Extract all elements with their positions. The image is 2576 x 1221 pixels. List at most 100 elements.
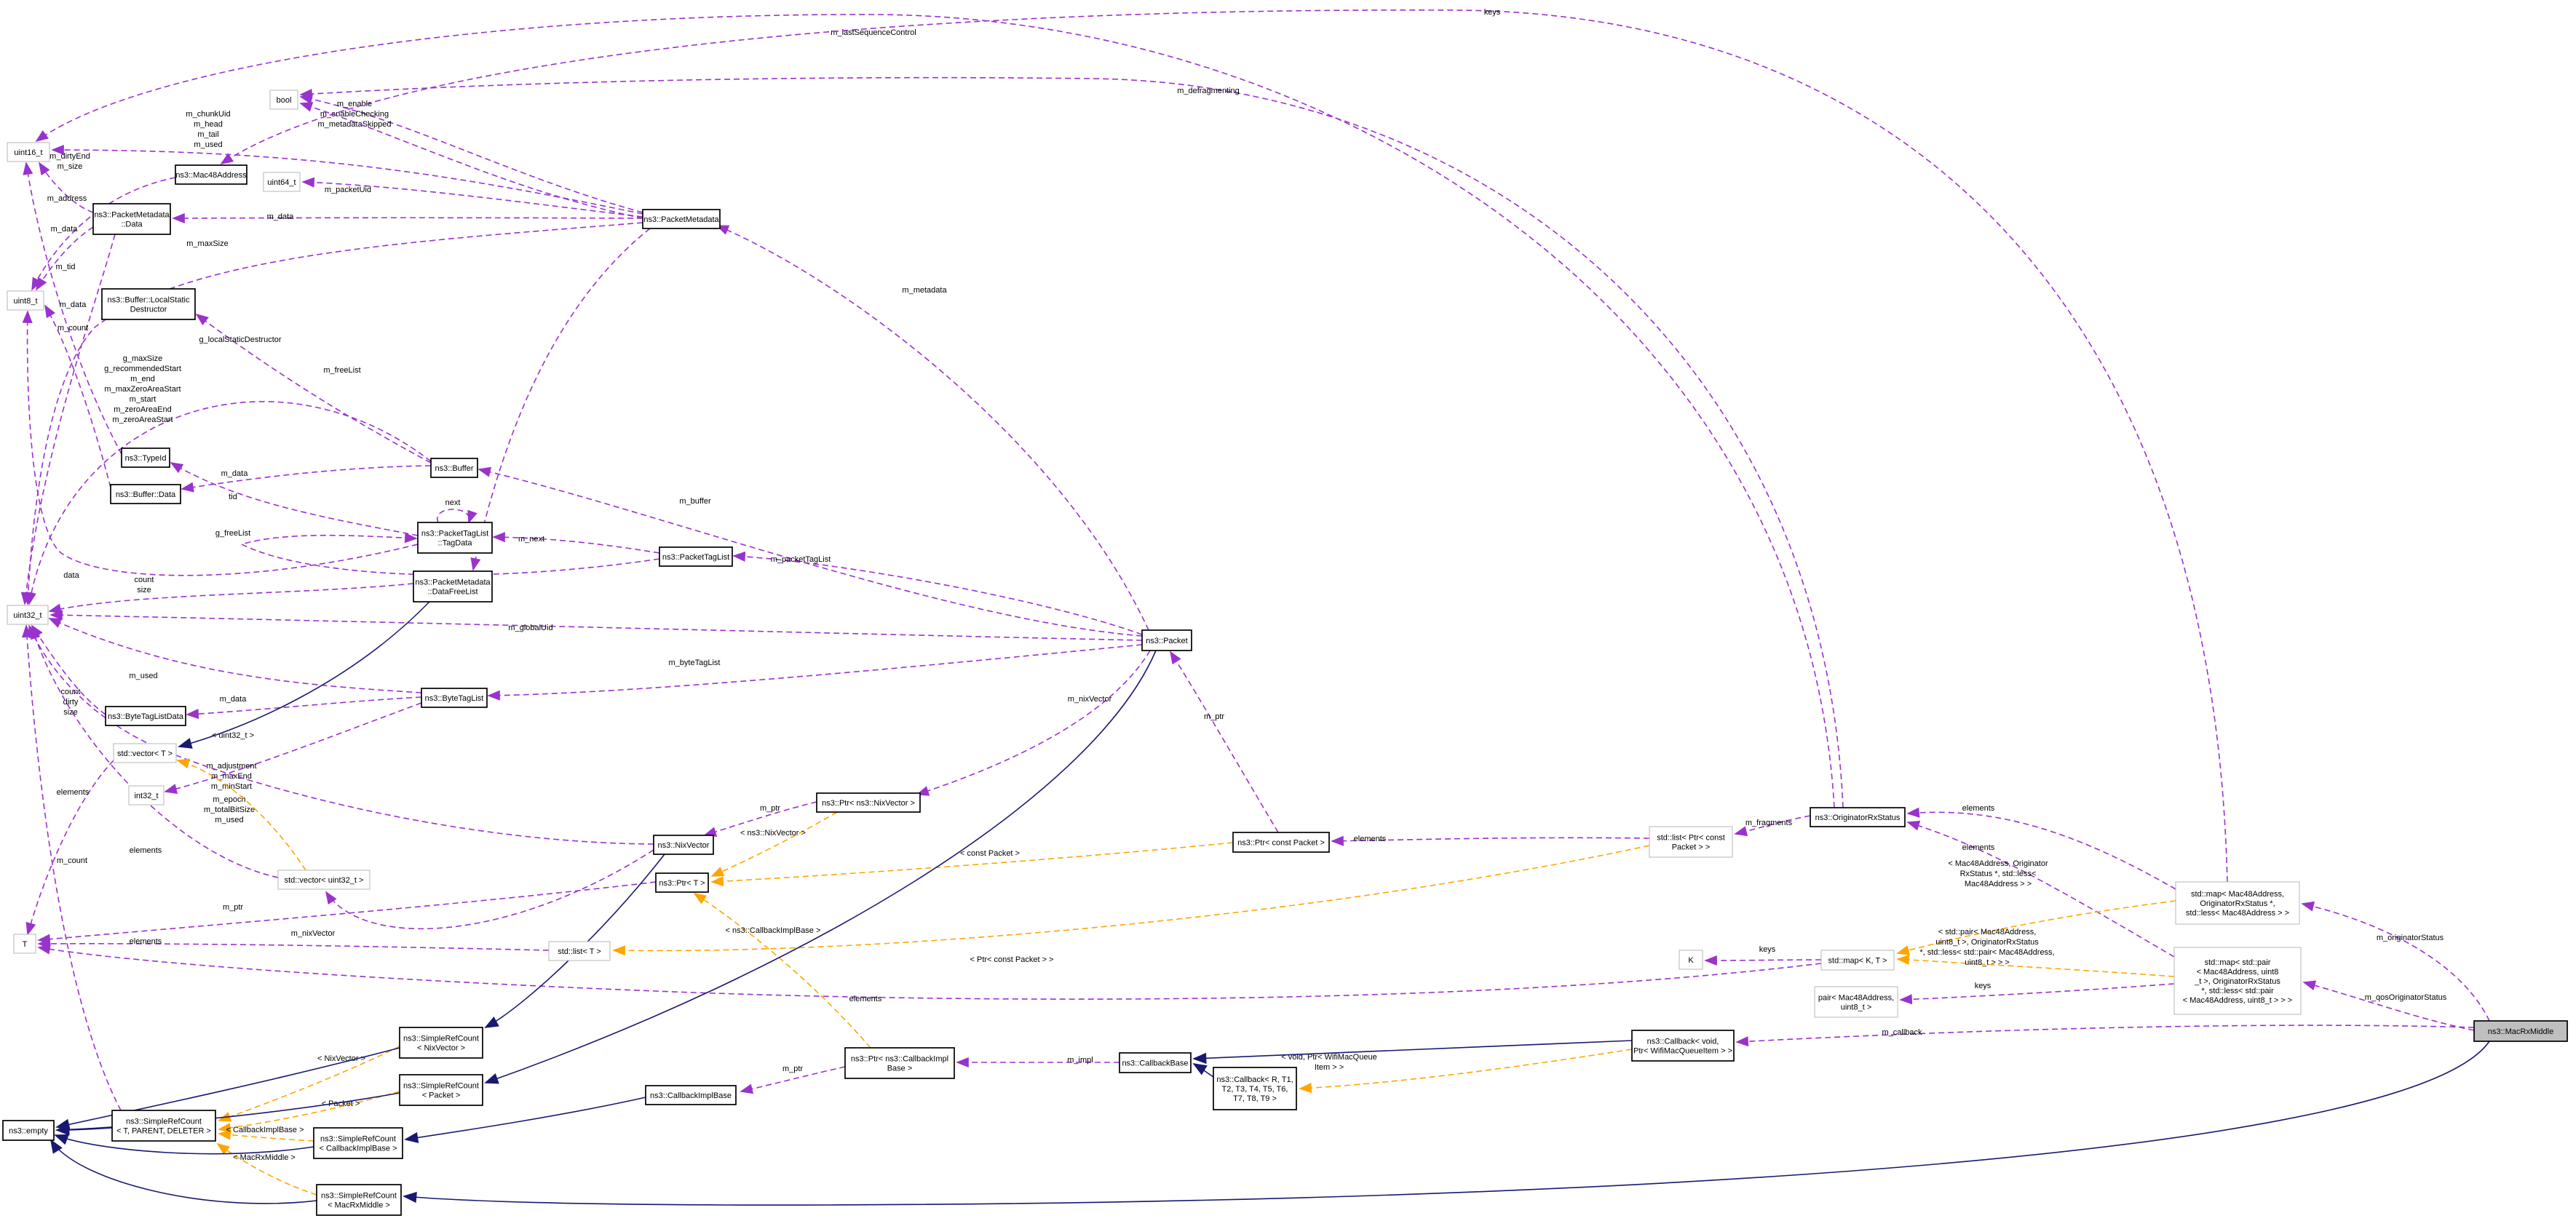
node-tagdata[interactable]: ns3::PacketTagList::TagData xyxy=(417,522,493,554)
node-mapKT[interactable]: std::map< K, T > xyxy=(1820,950,1895,971)
node-box-buffer[interactable] xyxy=(430,458,478,478)
node-freelist[interactable]: ns3::PacketMetadata::DataFreeList xyxy=(413,570,493,602)
node-box-btld[interactable] xyxy=(105,706,186,726)
node-box-typeid[interactable] xyxy=(121,448,170,468)
node-uint64_t[interactable]: uint64_t xyxy=(263,172,301,192)
node-empty[interactable]: ns3::empty xyxy=(2,1120,55,1141)
node-box-mapPair[interactable] xyxy=(2173,947,2302,1015)
node-box-btl[interactable] xyxy=(421,688,488,708)
node-bool[interactable]: bool xyxy=(269,90,298,110)
node-uint16_t[interactable]: uint16_t xyxy=(7,142,50,162)
node-box-cbRT[interactable] xyxy=(1213,1067,1297,1110)
node-pmdata[interactable]: ns3::PacketMetadata::Data xyxy=(92,203,171,235)
node-btl[interactable]: ns3::ByteTagList xyxy=(421,688,488,708)
node-pairM[interactable]: pair< Mac48Address,uint8_t > xyxy=(1814,986,1898,1018)
edge-m_packetTagList xyxy=(732,551,1143,635)
node-buffer[interactable]: ns3::Buffer xyxy=(430,458,478,478)
edge-label: elements xyxy=(849,995,882,1003)
node-ptrNix[interactable]: ns3::Ptr< ns3::NixVector > xyxy=(816,792,921,813)
node-uint8_t[interactable]: uint8_t xyxy=(7,290,44,311)
node-mrm[interactable]: ns3::MacRxMiddle xyxy=(2473,1020,2568,1042)
edge-inh-76 xyxy=(55,1092,400,1136)
node-box-srcNix[interactable] xyxy=(399,1027,483,1059)
node-box-cib[interactable] xyxy=(645,1085,737,1105)
node-box-mac48[interactable] xyxy=(175,164,247,185)
node-cbVoid[interactable]: ns3::Callback< void,Ptr< WifiMacQueueIte… xyxy=(1631,1030,1735,1062)
node-box-ptrNix[interactable] xyxy=(816,792,921,813)
node-listT[interactable]: std::list< T > xyxy=(548,941,611,961)
node-box-ptrConstPkt[interactable] xyxy=(1232,832,1330,853)
node-box-packet[interactable] xyxy=(1141,629,1192,651)
node-mac48[interactable]: ns3::Mac48Address xyxy=(175,164,247,185)
node-box-vecT[interactable] xyxy=(113,743,177,763)
node-cib[interactable]: ns3::CallbackImplBase xyxy=(645,1085,737,1105)
node-box-uint64_t[interactable] xyxy=(263,172,301,192)
node-box-ptl[interactable] xyxy=(659,546,733,567)
node-box-int32_t[interactable] xyxy=(128,785,165,806)
node-mapPair[interactable]: std::map< std::pair< Mac48Address, uint8… xyxy=(2173,947,2302,1015)
node-T[interactable]: T xyxy=(13,934,36,954)
node-box-uint16_t[interactable] xyxy=(7,142,50,162)
node-box-empty[interactable] xyxy=(2,1120,55,1141)
node-box-srcT[interactable] xyxy=(111,1110,216,1142)
node-box-listT[interactable] xyxy=(548,941,611,961)
node-box-bufdata[interactable] xyxy=(110,484,181,504)
node-box-K[interactable] xyxy=(1679,950,1703,970)
node-typeid[interactable]: ns3::TypeId xyxy=(121,448,170,468)
node-box-srcPkt[interactable] xyxy=(399,1074,483,1106)
node-uint32_t[interactable]: uint32_t xyxy=(7,605,49,625)
node-srcCib[interactable]: ns3::SimpleRefCount< CallbackImplBase > xyxy=(313,1127,403,1159)
node-box-pmdata[interactable] xyxy=(92,203,171,235)
edge-< std::pair< Mac48Address,-uint8_t >, OriginatorRxStatus-*, std::less< std::pair< Mac48Address,-uint8_t > > > xyxy=(1896,954,2175,977)
node-box-srcCib[interactable] xyxy=(313,1127,403,1159)
node-ptl[interactable]: ns3::PacketTagList xyxy=(659,546,733,567)
node-pm[interactable]: ns3::PacketMetadata xyxy=(642,209,721,229)
node-box-pm[interactable] xyxy=(642,209,721,229)
edge-label: < const Packet > xyxy=(960,849,1020,858)
node-box-nix[interactable] xyxy=(653,835,714,855)
node-vecU32[interactable]: std::vector< uint32_t > xyxy=(277,870,370,890)
node-btld[interactable]: ns3::ByteTagListData xyxy=(105,706,186,726)
node-mapMac[interactable]: std::map< Mac48Address,OriginatorRxStatu… xyxy=(2175,881,2300,925)
edge-label: m_lastSequenceControl xyxy=(831,28,916,37)
node-srcPkt[interactable]: ns3::SimpleRefCount< Packet > xyxy=(399,1074,483,1106)
node-nix[interactable]: ns3::NixVector xyxy=(653,835,714,855)
node-ors[interactable]: ns3::OriginatorRxStatus xyxy=(1810,807,1906,827)
node-box-freelist[interactable] xyxy=(413,570,493,602)
node-box-pairM[interactable] xyxy=(1814,986,1898,1018)
edge-< void, Ptr< WifiMacQueue-Item > > xyxy=(1299,1049,1633,1094)
node-int32_t[interactable]: int32_t xyxy=(128,785,165,806)
node-box-tagdata[interactable] xyxy=(417,522,493,554)
node-vecT[interactable]: std::vector< T > xyxy=(113,743,177,763)
node-srcNix[interactable]: ns3::SimpleRefCount< NixVector > xyxy=(399,1027,483,1059)
node-box-mapKT[interactable] xyxy=(1820,950,1895,971)
node-box-listPtr[interactable] xyxy=(1649,826,1733,858)
node-box-cbase[interactable] xyxy=(1119,1052,1192,1073)
node-box-ptrT[interactable] xyxy=(655,872,709,893)
node-srcMrm[interactable]: ns3::SimpleRefCount< MacRxMiddle > xyxy=(316,1184,402,1216)
node-box-uint32_t[interactable] xyxy=(7,605,49,625)
node-box-cbVoid[interactable] xyxy=(1631,1030,1735,1062)
node-box-uint8_t[interactable] xyxy=(7,290,44,311)
node-packet[interactable]: ns3::Packet xyxy=(1141,629,1192,651)
node-box-vecU32[interactable] xyxy=(277,870,370,890)
node-bufdata[interactable]: ns3::Buffer::Data xyxy=(110,484,181,504)
node-ptrT[interactable]: ns3::Ptr< T > xyxy=(655,872,709,893)
node-box-srcMrm[interactable] xyxy=(316,1184,402,1216)
node-cbase[interactable]: ns3::CallbackBase xyxy=(1119,1052,1192,1073)
node-box-mapMac[interactable] xyxy=(2175,881,2300,925)
node-srcT[interactable]: ns3::SimpleRefCount< T, PARENT, DELETER … xyxy=(111,1110,216,1142)
node-box-ptrCib[interactable] xyxy=(844,1047,955,1079)
node-box-bool[interactable] xyxy=(269,90,298,110)
node-K[interactable]: K xyxy=(1679,950,1703,970)
node-cbRT[interactable]: ns3::Callback< R, T1,T2, T3, T4, T5, T6,… xyxy=(1213,1067,1297,1110)
node-box-mrm[interactable] xyxy=(2473,1020,2568,1042)
node-box-T[interactable] xyxy=(13,934,36,954)
node-box-ors[interactable] xyxy=(1810,807,1906,827)
node-ptrConstPkt[interactable]: ns3::Ptr< const Packet > xyxy=(1232,832,1330,853)
node-box-lsd[interactable] xyxy=(101,288,196,320)
